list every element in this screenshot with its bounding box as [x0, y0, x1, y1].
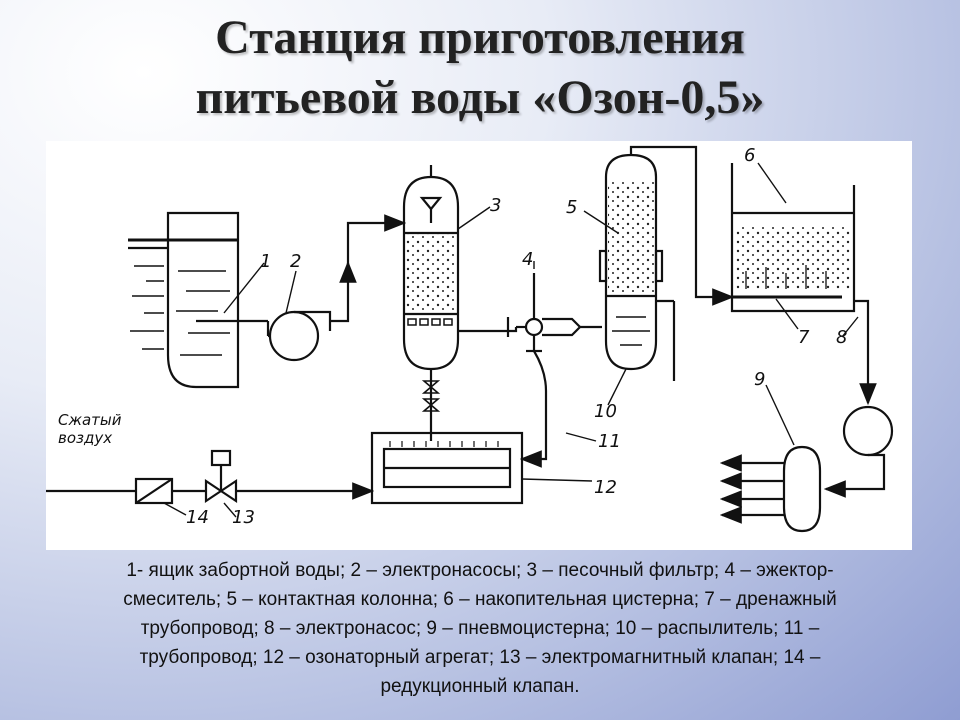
label-5: 5 [566, 197, 577, 218]
label-1: 1 [260, 251, 271, 272]
pneumatic-tank [719, 445, 822, 533]
label-11: 11 [598, 431, 621, 452]
caption-line-5: редукционный клапан. [380, 676, 580, 697]
label-6: 6 [744, 145, 755, 166]
label-7: 7 [798, 327, 810, 348]
caption-line-2: смеситель; 5 – контактная колонна; 6 – н… [123, 589, 837, 610]
label-3: 3 [490, 195, 501, 216]
sand-filter [402, 165, 518, 441]
label-air-line2: воздух [58, 429, 112, 447]
pump-8 [823, 299, 894, 498]
label-14: 14 [186, 507, 209, 528]
label-10: 10 [594, 401, 617, 422]
label-12: 12 [594, 477, 617, 498]
caption-line-3: трубопровод; 8 – электронасос; 9 – пневм… [140, 618, 820, 639]
caption-line-4: трубопровод; 12 – озонаторный агрегат; 1… [139, 647, 821, 668]
caption-line-1: 1- ящик забортной воды; 2 – электронасос… [126, 560, 834, 581]
schematic-svg: 1 2 3 4 5 6 7 8 9 10 11 12 13 14 Сжатый … [46, 145, 894, 533]
label-13: 13 [232, 507, 255, 528]
ozonator-unit [370, 431, 524, 505]
intake-box [128, 211, 268, 389]
compressed-air-line [46, 449, 375, 505]
label-9: 9 [754, 369, 765, 390]
legend-caption: 1- ящик забортной воды; 2 – электронасос… [55, 556, 905, 701]
storage-tank [730, 163, 856, 313]
title-line-1: Станция приготовления [215, 11, 745, 64]
title-line-2: питьевой воды «Озон-0,5» [195, 71, 765, 124]
page-title: Станция приготовления питьевой воды «Озо… [0, 8, 960, 128]
pump-2 [266, 214, 407, 362]
label-4: 4 [522, 249, 533, 270]
ejector-mixer [506, 273, 602, 468]
process-diagram: 1 2 3 4 5 6 7 8 9 10 11 12 13 14 Сжатый … [46, 141, 912, 550]
label-air-line1: Сжатый [58, 411, 122, 429]
label-8: 8 [836, 327, 847, 348]
contact-column [598, 145, 735, 381]
label-2: 2 [290, 251, 301, 272]
